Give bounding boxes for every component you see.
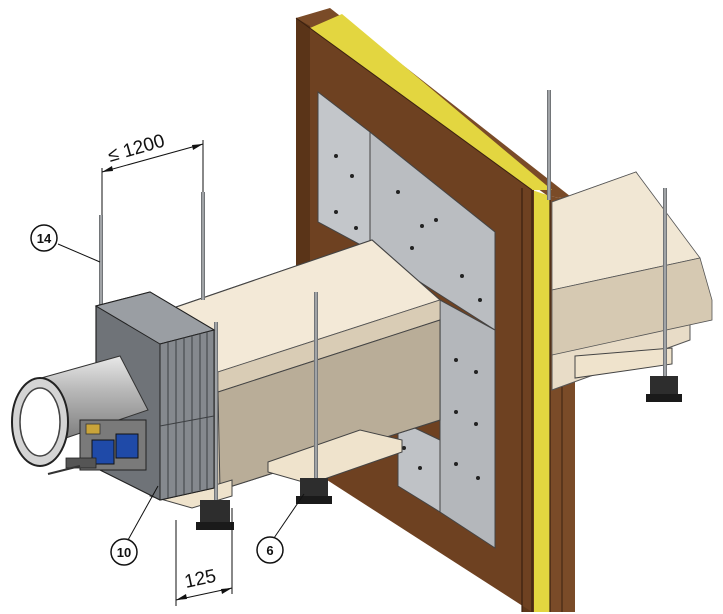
duct-bottom-face [217, 319, 441, 491]
hanger-rods [99, 90, 667, 508]
dimension-line [101, 143, 204, 173]
damper-block-layers [159, 331, 215, 498]
callout-leader [273, 493, 305, 539]
hanger-rod [214, 322, 218, 508]
dimension-arrow [102, 166, 113, 172]
board-screws [334, 154, 482, 480]
hanger-rod [663, 188, 667, 396]
callout-label: 6 [266, 543, 273, 558]
callout-label: 14 [37, 231, 52, 246]
wall-top-insulation [310, 14, 552, 190]
dimension-spacing: ≤ 1200 [101, 131, 204, 215]
bracket-base [646, 394, 682, 402]
callout-circle [110, 538, 138, 566]
hanger-rod [201, 192, 205, 300]
brackets [196, 376, 682, 530]
damper-actuator [47, 419, 147, 475]
wall-insulation-layer [532, 190, 550, 612]
dimension-arrow [221, 588, 232, 594]
dimension-offset-label: 125 [183, 566, 218, 593]
duct-far-section [551, 171, 713, 391]
board-bottom-left [397, 419, 441, 513]
duct-main [148, 239, 441, 491]
hanger-rod [314, 292, 318, 484]
dimension-arrow [192, 144, 203, 150]
dimension-arrow [176, 594, 187, 600]
callout-bracket: 6 [256, 493, 305, 564]
protection-boards [317, 90, 496, 549]
support-strip-middle [267, 429, 403, 485]
callout-support-strip: 10 [110, 485, 159, 566]
hanger-rod [99, 215, 103, 315]
bracket-base [296, 496, 332, 504]
damper-spigot-inner [19, 387, 61, 457]
fire-damper [11, 291, 216, 501]
duct-far-bottom [551, 257, 713, 356]
bracket-base [196, 522, 234, 530]
support-strip-rear [574, 347, 673, 379]
board-bottom-right [439, 299, 496, 549]
callout-circle [256, 536, 284, 564]
callout-label: 10 [117, 545, 131, 560]
callout-leader [57, 243, 101, 263]
callout-hanger-rod: 14 [30, 224, 101, 263]
hanger-rod [547, 90, 551, 200]
dimension-spacing-label: ≤ 1200 [106, 131, 168, 167]
callout-leader [127, 485, 159, 541]
wall-outline [295, 17, 533, 191]
callout-circle [30, 224, 58, 252]
